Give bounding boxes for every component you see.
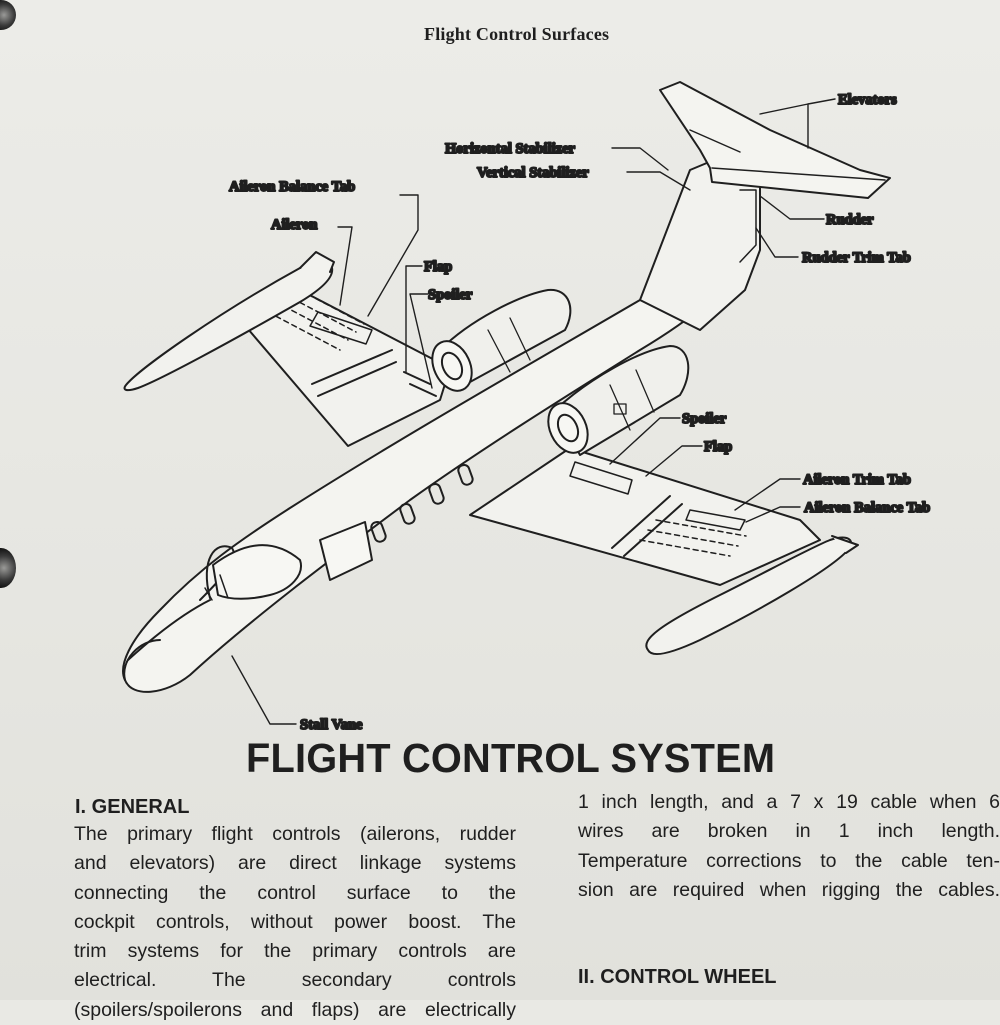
label-aileron: Aileron xyxy=(271,217,317,233)
left-engine xyxy=(431,288,572,392)
label-elevators: Elevators xyxy=(838,92,897,108)
label-rudder: Rudder xyxy=(826,212,874,228)
general-line: trim systems for the primary controls ar… xyxy=(74,940,516,963)
general-line: (spoilers/spoilerons and flaps) are elec… xyxy=(74,998,516,1021)
continued-paragraph: 1 inch length, and a 7 x 19 cable when 6… xyxy=(578,788,1000,905)
label-aileron-trim-tab: Aileron Trim Tab xyxy=(803,472,911,488)
continued-line: sion are required when rigging the cable… xyxy=(578,878,1000,901)
right-tip-tank xyxy=(645,535,859,656)
right-wing xyxy=(469,447,821,586)
continued-line: 1 inch length, and a 7 x 19 cable when 6 xyxy=(578,791,1000,813)
section-title: FLIGHT CONTROL SYSTEM xyxy=(246,735,776,781)
general-line: The primary flight controls (ailerons, r… xyxy=(74,823,516,845)
right-engine xyxy=(547,345,690,456)
heading-general: I. GENERAL xyxy=(75,796,190,818)
label-aileron-balance-tab-right: Aileron Balance Tab xyxy=(804,500,930,516)
callout-leaders xyxy=(231,98,836,725)
label-spoiler-left: Spoiler xyxy=(428,287,473,303)
general-line: and elevators) are direct linkage system… xyxy=(74,852,516,875)
continued-line: wires are broken in 1 inch length. xyxy=(578,820,1000,843)
heading-control-wheel: II. CONTROL WHEEL xyxy=(578,966,777,988)
label-flap-left: Flap xyxy=(424,259,452,275)
general-line: connecting the control surface to the xyxy=(74,881,516,904)
label-flap-right: Flap xyxy=(704,439,732,455)
tail-assembly xyxy=(639,81,891,331)
aircraft-diagram: Elevators Horizontal Stabilizer Vertical… xyxy=(122,81,931,734)
label-rudder-trim-tab: Rudder Trim Tab xyxy=(802,250,911,266)
figure-title: Flight Control Surfaces xyxy=(424,24,610,44)
general-paragraph: The primary flight controls (ailerons, r… xyxy=(74,820,516,1025)
general-line: cockpit controls, without power boost. T… xyxy=(74,910,516,933)
label-spoiler-right: Spoiler xyxy=(682,411,727,427)
label-horizontal-stabilizer: Horizontal Stabilizer xyxy=(445,141,576,157)
continued-line: Temperature corrections to the cable ten… xyxy=(578,849,1000,872)
binder-hole-top xyxy=(0,0,16,30)
left-tip-tank xyxy=(123,251,335,392)
binder-hole-middle xyxy=(0,548,16,588)
label-stall-vane: Stall Vane xyxy=(300,717,363,733)
label-aileron-balance-tab-left: Aileron Balance Tab xyxy=(229,179,355,195)
label-vertical-stabilizer: Vertical Stabilizer xyxy=(477,165,589,181)
general-line: electrical. The secondary controls xyxy=(74,969,516,992)
